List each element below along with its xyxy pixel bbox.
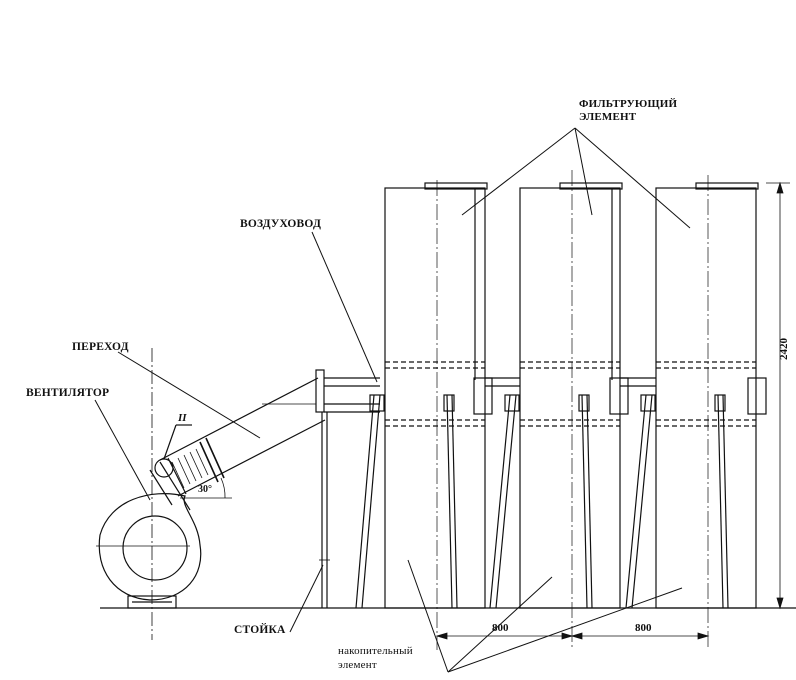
spacing-dimension-2: 800 [635, 622, 652, 634]
stand-label: СТОЙКА [234, 624, 286, 636]
centerlines [436, 170, 709, 650]
transition-label: ПЕРЕХОД [72, 341, 129, 353]
manifold [485, 377, 656, 387]
spacing-dimension-1: 800 [492, 622, 509, 634]
fan-label: ВЕНТИЛЯТОР [26, 387, 110, 399]
duct-label: ВОЗДУХОВОД [240, 218, 322, 230]
filter-unit-2 [489, 182, 629, 609]
filter-unit-1 [355, 182, 493, 609]
storage-element-label-line1: накопительный [338, 645, 413, 657]
leader-lines [94, 127, 691, 673]
filter-element-label-line1: ФИЛЬТРУЮЩИЙ [579, 98, 678, 110]
stand [319, 412, 330, 608]
storage-element-label-line2: элемент [338, 659, 377, 671]
transition-duct [159, 369, 380, 499]
detail-reference: II [178, 412, 187, 424]
width-dimensions [435, 632, 710, 640]
fan-body [96, 348, 202, 640]
filter-element-label-line2: ЭЛЕМЕНТ [579, 111, 637, 123]
angle-label: 30° [198, 484, 212, 495]
filter-unit-3 [625, 182, 767, 609]
height-dimension-label: 2420 [778, 338, 790, 360]
height-dimension [766, 181, 790, 610]
